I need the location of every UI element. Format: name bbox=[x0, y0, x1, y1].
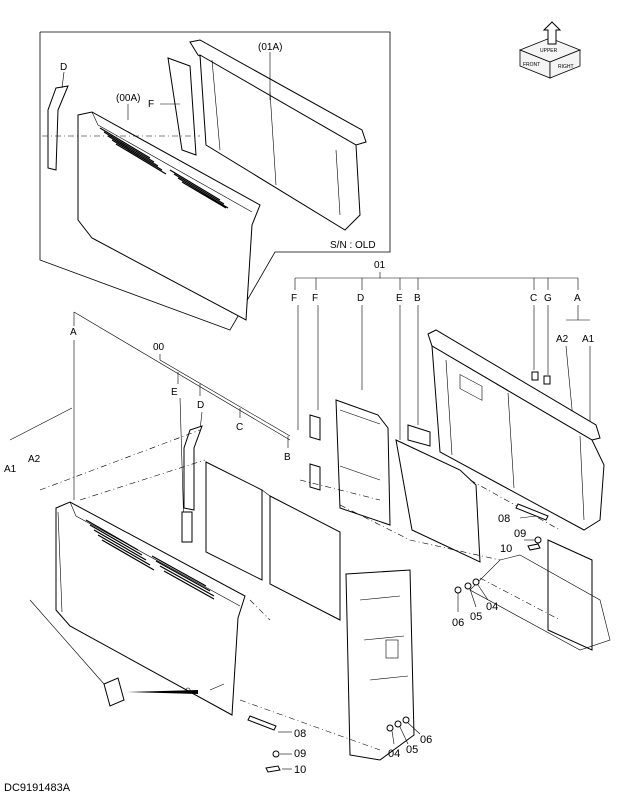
callout-04-right: 04 bbox=[486, 601, 498, 613]
screw-10-bottom bbox=[265, 765, 281, 773]
label-01-d: D bbox=[357, 293, 364, 304]
washer-05-bottom bbox=[394, 720, 402, 728]
label-00-d: D bbox=[197, 400, 204, 411]
block-box bbox=[547, 539, 593, 651]
inset-label-d: D bbox=[60, 62, 67, 73]
nut-06-bottom bbox=[402, 716, 410, 724]
strip-f-upper bbox=[309, 414, 321, 441]
label-00-b: B bbox=[284, 452, 291, 463]
screw-10-right bbox=[527, 543, 541, 551]
bracket-d bbox=[183, 425, 203, 511]
inset-border bbox=[39, 31, 391, 331]
callout-05-right: 05 bbox=[470, 611, 482, 623]
label-01-b: B bbox=[414, 293, 421, 304]
panel-c bbox=[205, 461, 263, 581]
panel-d bbox=[335, 399, 391, 526]
panel-b bbox=[269, 495, 341, 621]
tab-part bbox=[103, 677, 125, 707]
callout-08-bottom: 08 bbox=[294, 728, 306, 740]
inset-frame-01a bbox=[189, 39, 367, 250]
strip-e bbox=[181, 511, 193, 543]
panel-b bbox=[395, 439, 481, 563]
washer-04-bottom bbox=[386, 724, 394, 732]
plate-e bbox=[407, 424, 431, 447]
nut-06-right bbox=[454, 586, 462, 594]
frame-panel bbox=[431, 345, 605, 531]
label-00-e: E bbox=[171, 387, 178, 398]
badge-right: RIGHT bbox=[558, 64, 574, 70]
assembly-01: 01 F F D E B C G A A2 A1 bbox=[291, 260, 605, 563]
direction-badge: UPPER FRONT RIGHT bbox=[518, 21, 582, 79]
pointer-arrow bbox=[126, 690, 198, 694]
label-01-c: C bbox=[530, 293, 537, 304]
washer-04-right bbox=[472, 578, 480, 586]
inset-strip-f bbox=[167, 57, 197, 156]
callout-09-right: 09 bbox=[514, 528, 526, 540]
label-01: 01 bbox=[374, 260, 386, 271]
callout-09-bottom: 09 bbox=[294, 748, 306, 760]
strip-f-lower bbox=[309, 463, 321, 491]
washer-09-bottom bbox=[272, 750, 280, 758]
inset-label-f: F bbox=[148, 99, 154, 110]
callout-08-right: 08 bbox=[498, 513, 510, 525]
callout-10-bottom: 10 bbox=[294, 764, 306, 776]
inset-bracket-d bbox=[47, 85, 69, 171]
label-01-a: A bbox=[574, 293, 581, 304]
label-01-f2: F bbox=[312, 293, 318, 304]
label-01-a2: A2 bbox=[556, 334, 569, 345]
inset-old-serial: S/N : OLD (01A) F (00A) D bbox=[39, 31, 391, 331]
label-00-c: C bbox=[236, 422, 243, 433]
cover-main bbox=[55, 501, 246, 716]
label-01-e: E bbox=[396, 293, 403, 304]
label-00a: (00A) bbox=[116, 93, 140, 104]
badge-front: FRONT bbox=[523, 62, 540, 68]
inset-cover-00a bbox=[77, 111, 261, 321]
label-00-a: A bbox=[70, 327, 77, 338]
badge-upper: UPPER bbox=[540, 48, 558, 54]
label-01-f1: F bbox=[291, 293, 297, 304]
washer-09-right bbox=[534, 536, 542, 544]
right-hardware: 08 09 10 06 05 04 bbox=[452, 503, 611, 651]
label-00: 00 bbox=[153, 342, 165, 353]
serial-note: S/N : OLD bbox=[330, 240, 376, 251]
label-left-a2: A2 bbox=[28, 454, 41, 465]
side-plate bbox=[345, 569, 415, 761]
washer-05-right bbox=[464, 582, 472, 590]
part-g-clip bbox=[543, 375, 551, 385]
diagram-code: DC9191483A bbox=[4, 782, 71, 794]
label-01-g: G bbox=[544, 293, 552, 304]
label-01-a1: A1 bbox=[582, 334, 595, 345]
callout-04-bottom: 04 bbox=[388, 748, 400, 760]
callout-05-bottom: 05 bbox=[406, 744, 418, 756]
label-01a: (01A) bbox=[258, 42, 282, 53]
plate-08-right bbox=[515, 503, 549, 521]
callout-06-bottom: 06 bbox=[420, 734, 432, 746]
up-arrow-icon bbox=[542, 21, 562, 45]
callout-06-right: 06 bbox=[452, 617, 464, 629]
callout-10-right: 10 bbox=[500, 543, 512, 555]
part-c-clip bbox=[531, 371, 539, 381]
bottom-hardware: 08 09 10 04 05 06 bbox=[247, 715, 432, 776]
label-left-a1: A1 bbox=[4, 464, 17, 475]
assembly-00: A 00 E D C B A1 A2 bbox=[4, 311, 415, 761]
plate-08-bottom bbox=[247, 715, 277, 731]
